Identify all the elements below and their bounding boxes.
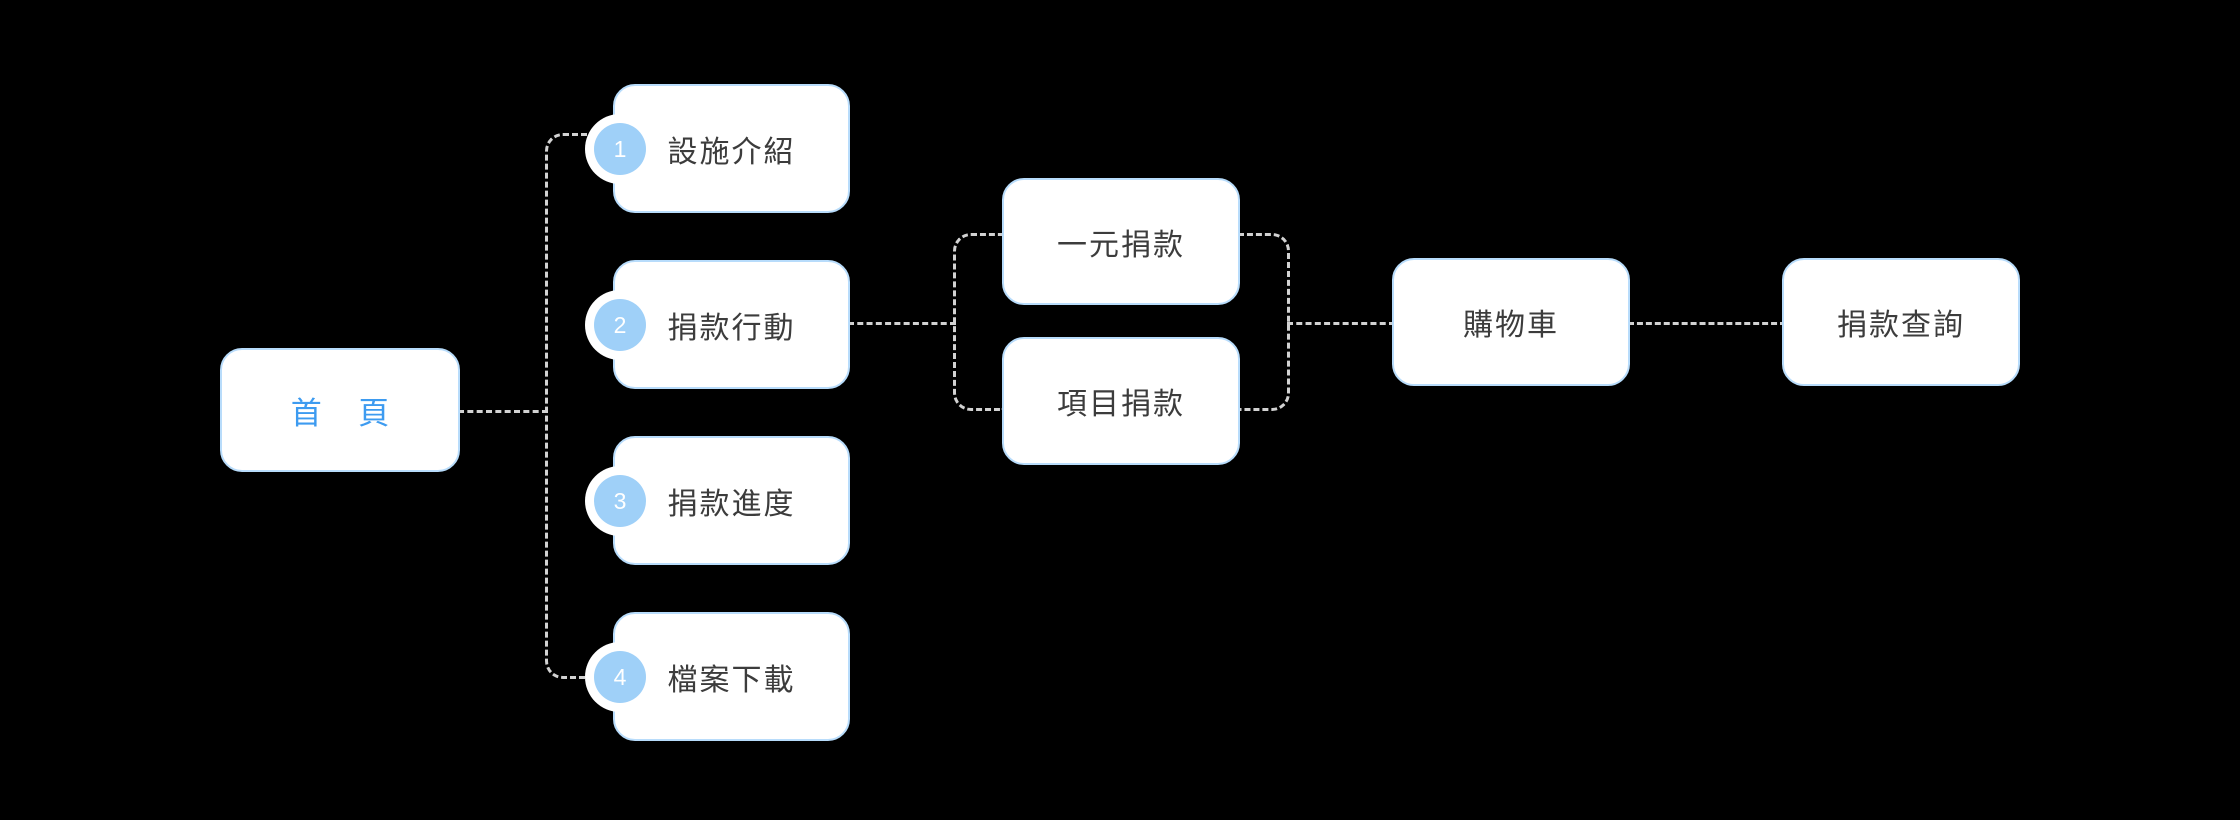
node-facility-intro-label: 設施介紹 [667,135,796,169]
node-donation-progress-label: 捐款進度 [667,487,796,521]
connector-cart-to-inquiry [1628,322,1786,325]
node-project-donation[interactable]: 項目捐款 [1002,337,1240,465]
badge-1-number: 1 [613,135,627,162]
node-home-label: 首 頁 [290,395,404,431]
node-one-dollar-donation[interactable]: 一元捐款 [1002,178,1240,305]
node-project-donation-label: 項目捐款 [1057,388,1185,421]
node-shopping-cart[interactable]: 購物車 [1392,258,1630,386]
node-donation-inquiry-label: 捐款查詢 [1837,309,1965,342]
node-home[interactable]: 首 頁 [220,348,460,472]
node-donation-action[interactable]: 捐款行動 [613,260,850,389]
badge-1: 1 [594,123,646,175]
node-shopping-cart-label: 購物車 [1463,309,1559,342]
node-donation-inquiry[interactable]: 捐款查詢 [1782,258,2020,386]
node-file-download[interactable]: 檔案下載 [613,612,850,741]
connector-level1-bracket [545,133,617,679]
badge-2-number: 2 [613,311,627,338]
connector-donation-merge-bracket [1238,233,1290,411]
node-file-download-label: 檔案下載 [667,663,796,697]
connector-donation-to-cart [1287,322,1395,325]
badge-4: 4 [594,651,646,703]
node-donation-action-label: 捐款行動 [667,311,796,345]
node-facility-intro[interactable]: 設施介紹 [613,84,850,213]
badge-2: 2 [594,299,646,351]
node-donation-progress[interactable]: 捐款進度 [613,436,850,565]
node-one-dollar-donation-label: 一元捐款 [1057,228,1185,262]
connector-home-to-spine [458,410,548,413]
badge-3: 3 [594,475,646,527]
badge-4-number: 4 [613,663,627,690]
badge-3-number: 3 [613,487,627,514]
connector-node2-to-donation-bracket [848,322,956,325]
connector-donation-split-bracket [953,233,1005,411]
